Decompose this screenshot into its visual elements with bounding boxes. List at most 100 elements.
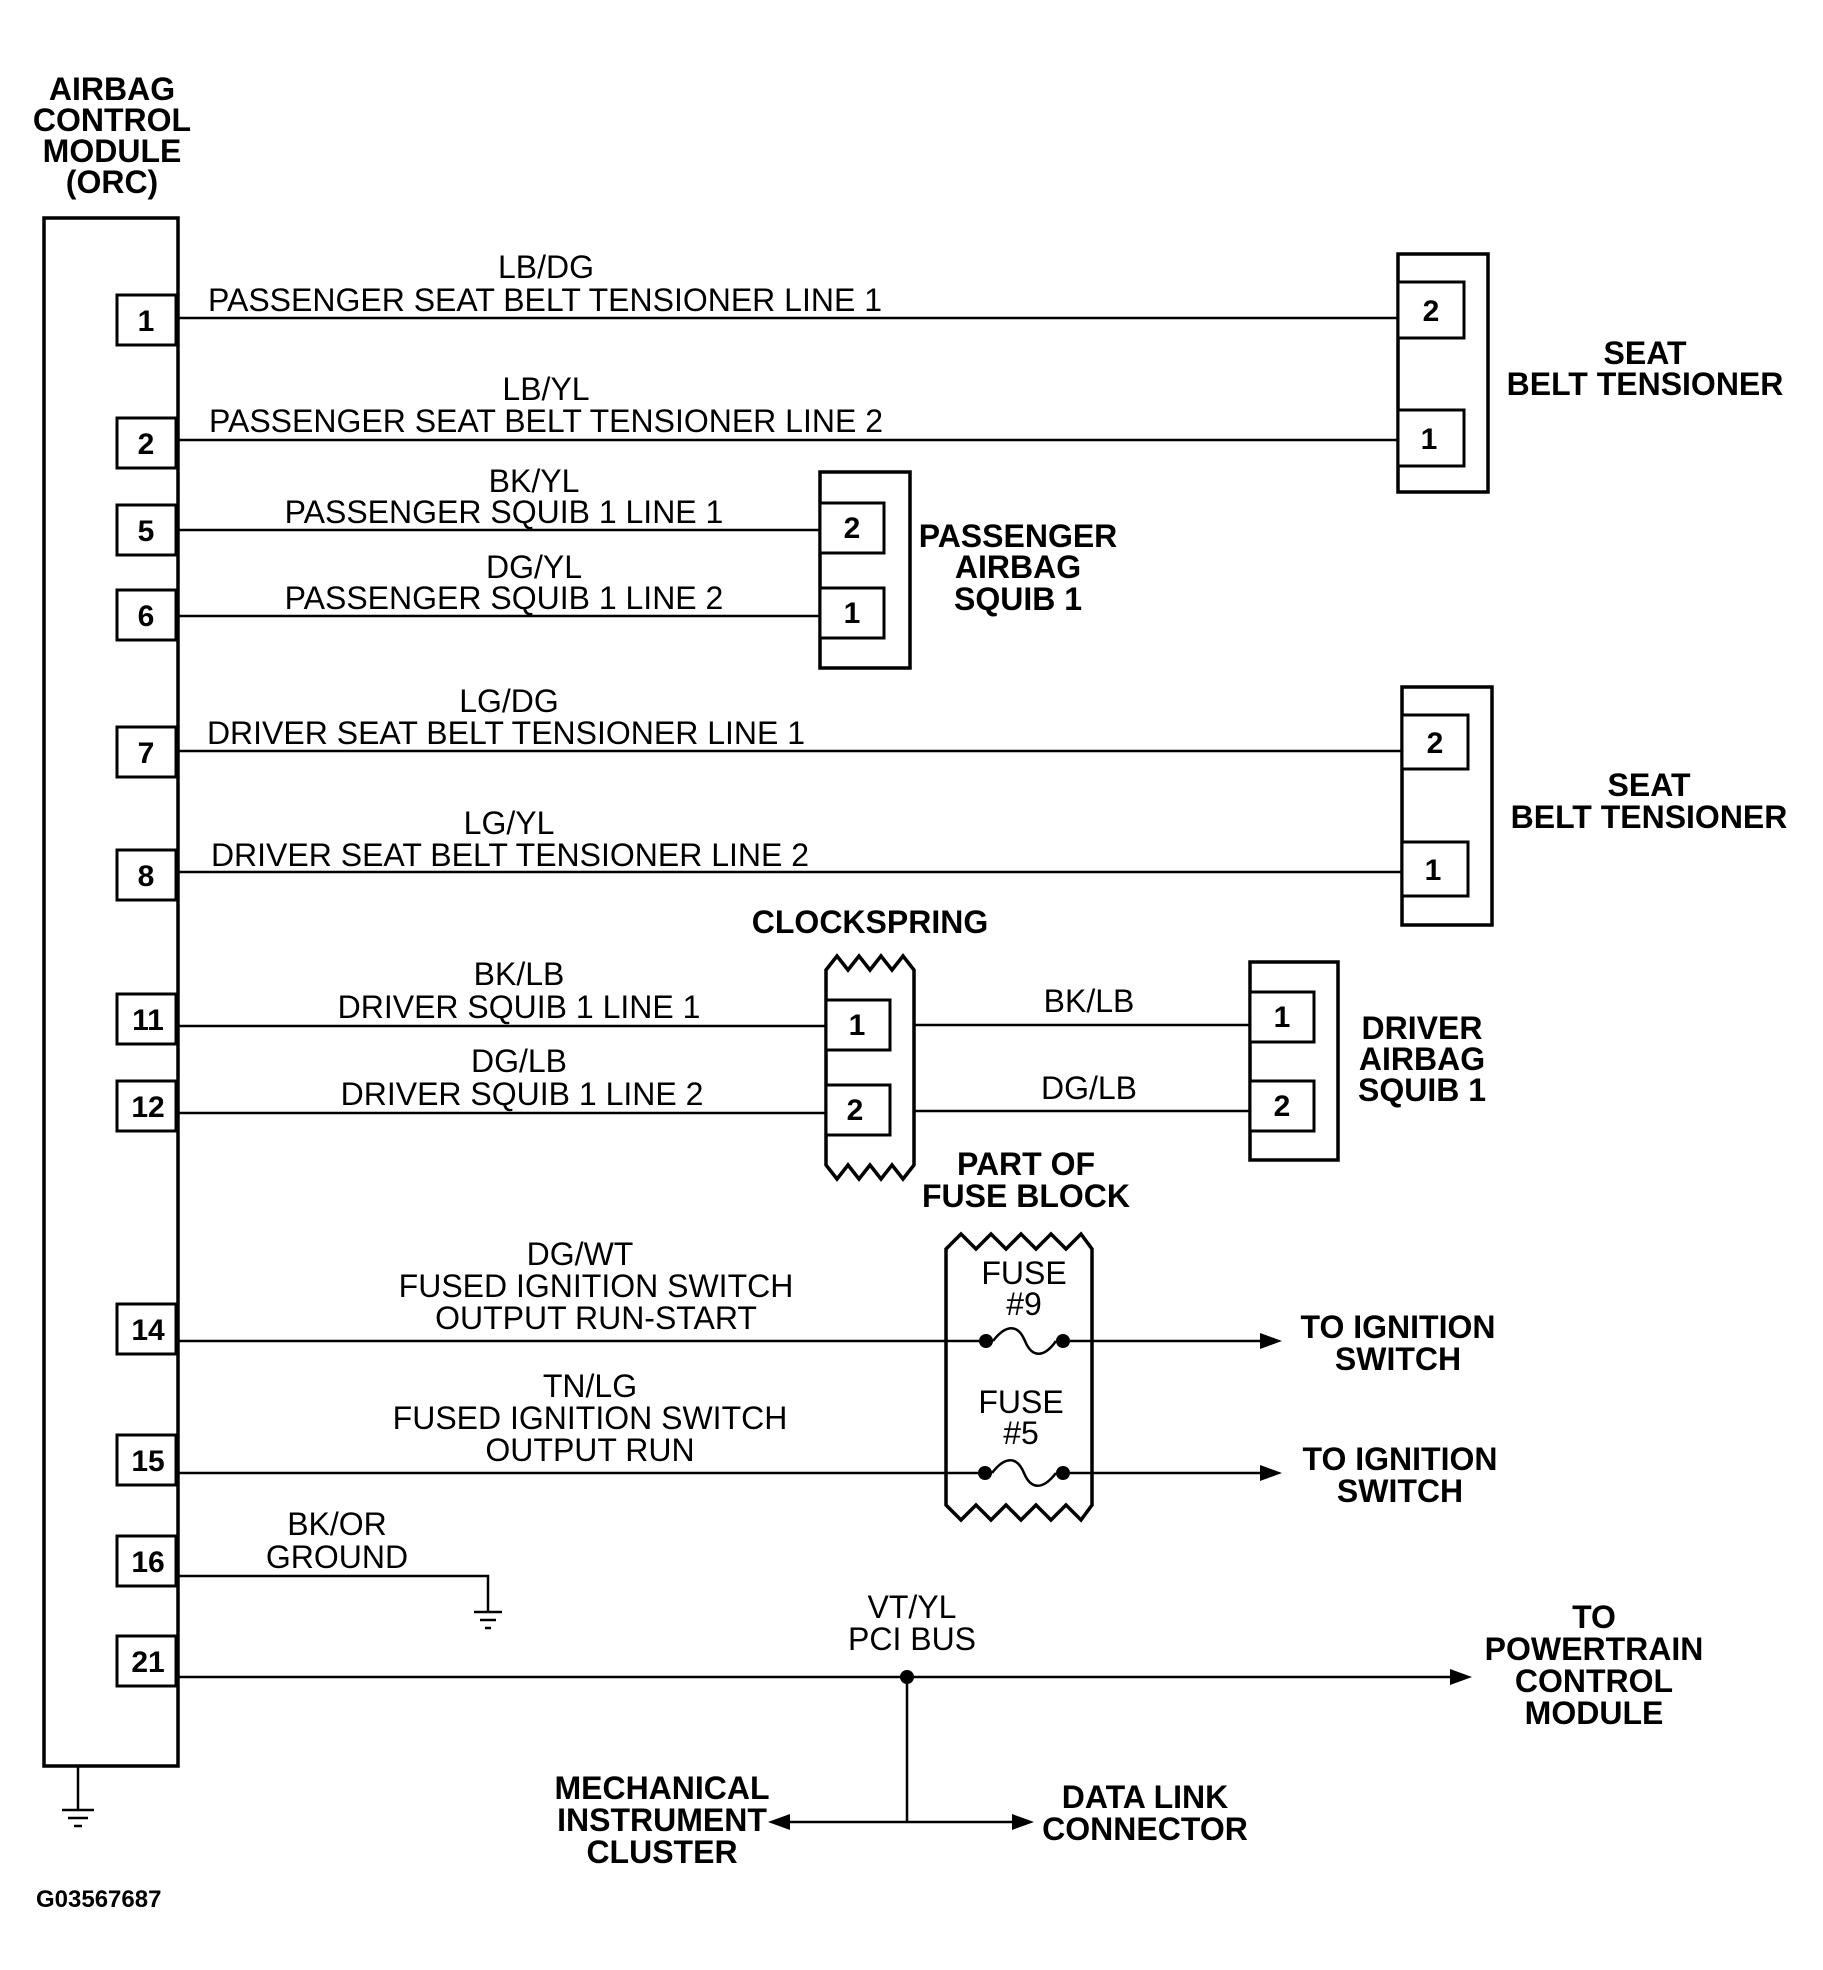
module-pin-label: 8 (138, 860, 155, 893)
module-pin-label: 16 (131, 1546, 164, 1579)
module-pin-label: 2 (138, 428, 155, 461)
module-pin-box (115, 1302, 178, 1356)
wire-circuit-name: PCI BUS (848, 1621, 976, 1657)
connector-pin-box (818, 501, 886, 555)
dlc-label-line-2: CONNECTOR (1042, 1811, 1248, 1847)
wire-color: LB/YL (502, 371, 589, 407)
wire-color: LG/DG (459, 683, 559, 719)
wire-circuit-name: GROUND (266, 1539, 408, 1575)
module-title-line-2: CONTROL (33, 102, 191, 138)
module-pin-label: 1 (138, 305, 155, 338)
wire-pin-2: LB/YL PASSENGER SEAT BELT TENSIONER LINE… (178, 371, 1398, 442)
module-pin-label: 6 (138, 600, 155, 633)
wire-circuit-name: DRIVER SQUIB 1 LINE 1 (338, 989, 701, 1025)
fuse-5-label-line-2: #5 (1003, 1415, 1039, 1451)
connector-pin-box (1400, 840, 1470, 898)
passenger-seat-belt-tensioner: 2 1 SEAT BELT TENSIONER (1396, 252, 1784, 494)
wire-pin-5: BK/YL PASSENGER SQUIB 1 LINE 1 (178, 463, 820, 532)
wire-color: TN/LG (543, 1368, 637, 1404)
connector-pin-box (1248, 1079, 1316, 1133)
wire-color: BK/LB (1044, 983, 1135, 1019)
clockspring: CLOCKSPRING 1 2 (752, 904, 988, 1182)
arrow-right-icon (1450, 1669, 1472, 1685)
wire-pin-8: LG/YL DRIVER SEAT BELT TENSIONER LINE 2 (178, 805, 1402, 874)
connector-pin-box (1400, 713, 1470, 771)
connector-pin-label: 1 (1425, 854, 1442, 887)
component-label-line-2: BELT TENSIONER (1511, 799, 1788, 835)
wire-circuit-name: PASSENGER SQUIB 1 LINE 1 (285, 494, 724, 530)
fuse-5-label-line-1: FUSE (978, 1384, 1063, 1420)
cluster-label-line-1: MECHANICAL (554, 1770, 769, 1806)
destination-label-line-2: POWERTRAIN (1485, 1631, 1704, 1667)
wire-circuit-name-line-1: FUSED IGNITION SWITCH (399, 1268, 794, 1304)
cluster-label-line-3: CLUSTER (586, 1834, 737, 1870)
destination-label-line-2: SWITCH (1335, 1341, 1461, 1377)
arrow-right-icon (1260, 1465, 1282, 1481)
module-pin-label: 7 (138, 737, 155, 770)
module-pin-box (115, 588, 178, 642)
connector-pin-label: 2 (1274, 1090, 1291, 1123)
wire-pin-15: TN/LG FUSED IGNITION SWITCH OUTPUT RUN T… (178, 1368, 1497, 1509)
component-label-line-2: AIRBAG (955, 549, 1081, 585)
clockspring-label: CLOCKSPRING (752, 904, 988, 940)
component-label-line-1: SEAT (1608, 767, 1691, 803)
module-pin-label: 21 (131, 1646, 164, 1679)
wire-circuit-name-line-1: FUSED IGNITION SWITCH (393, 1400, 788, 1436)
wire-color: LG/YL (464, 805, 555, 841)
wire-color: DG/WT (527, 1236, 634, 1272)
wire-pin-6: DG/YL PASSENGER SQUIB 1 LINE 2 (178, 549, 820, 618)
wire-color: VT/YL (868, 1589, 957, 1625)
module-pin-label: 12 (131, 1091, 164, 1124)
connector-pin-label: 1 (1421, 423, 1438, 456)
destination-label-line-1: TO IGNITION (1303, 1441, 1498, 1477)
connector-pin-label: 2 (1423, 295, 1440, 328)
wire-circuit-name: PASSENGER SEAT BELT TENSIONER LINE 1 (208, 282, 882, 318)
connector-pin-label: 2 (844, 512, 861, 545)
wire-circuit-name: PASSENGER SQUIB 1 LINE 2 (285, 580, 724, 616)
clockspring-to-squib-wire-1: BK/LB (914, 983, 1250, 1027)
module-ground-icon (62, 1808, 94, 1828)
wire-pin-1: LB/DG PASSENGER SEAT BELT TENSIONER LINE… (178, 249, 1398, 320)
wire-color: LB/DG (498, 249, 594, 285)
wire-color: DG/YL (486, 549, 582, 585)
module-pin-box (115, 1634, 178, 1688)
fuse-5-icon (978, 1459, 1070, 1487)
connector-pin-label: 1 (1274, 1001, 1291, 1034)
destination-label-line-3: CONTROL (1515, 1663, 1673, 1699)
connector-pin-box (818, 586, 886, 640)
wire-color: DG/LB (1041, 1070, 1137, 1106)
wire-circuit-name: PASSENGER SEAT BELT TENSIONER LINE 2 (209, 403, 883, 439)
destination-label-line-4: MODULE (1525, 1695, 1664, 1731)
cluster-label-line-2: INSTRUMENT (557, 1802, 767, 1838)
component-label-line-1: PASSENGER (919, 518, 1118, 554)
wire-circuit-name: DRIVER SQUIB 1 LINE 2 (341, 1076, 704, 1112)
wire-pin-12: DG/LB DRIVER SQUIB 1 LINE 2 (178, 1043, 826, 1115)
airbag-control-module: AIRBAG CONTROL MODULE (ORC) 1 2 5 6 7 8 … (33, 71, 191, 1828)
module-pin-label: 15 (131, 1445, 164, 1478)
component-label-line-3: SQUIB 1 (954, 581, 1082, 617)
clockspring-body (824, 953, 916, 1182)
component-label-line-2: BELT TENSIONER (1507, 366, 1784, 402)
arrow-right-icon (1012, 1814, 1034, 1830)
component-label-line-1: DRIVER (1362, 1010, 1483, 1046)
wire-color: BK/LB (474, 956, 565, 992)
wire-color: DG/LB (471, 1043, 567, 1079)
destination-label-line-1: TO IGNITION (1301, 1309, 1496, 1345)
wire-color: BK/OR (287, 1506, 387, 1542)
wire-color: BK/YL (489, 463, 580, 499)
arrow-left-icon (768, 1814, 790, 1830)
wire-circuit-name: DRIVER SEAT BELT TENSIONER LINE 2 (211, 837, 809, 873)
wire-pin-14: DG/WT FUSED IGNITION SWITCH OUTPUT RUN-S… (178, 1236, 1495, 1377)
module-pin-box (115, 1079, 178, 1133)
fuse-9-label-line-1: FUSE (981, 1255, 1066, 1291)
fuse-block-label-line-2: FUSE BLOCK (922, 1178, 1130, 1214)
connector-pin-label: 2 (1427, 727, 1444, 760)
fuse-9-label-line-2: #9 (1006, 1286, 1042, 1322)
destination-label-line-1: TO (1572, 1599, 1616, 1635)
module-pin-label: 11 (132, 1004, 164, 1037)
connector-pin-box (1396, 280, 1466, 340)
wire-pin-21: VT/YL PCI BUS TO POWERTRAIN CONTROL MODU… (178, 1589, 1703, 1870)
fuse-block-body (944, 1231, 1094, 1523)
component-label-line-1: SEAT (1604, 335, 1687, 371)
wire-circuit-name-line-2: OUTPUT RUN-START (435, 1300, 757, 1336)
